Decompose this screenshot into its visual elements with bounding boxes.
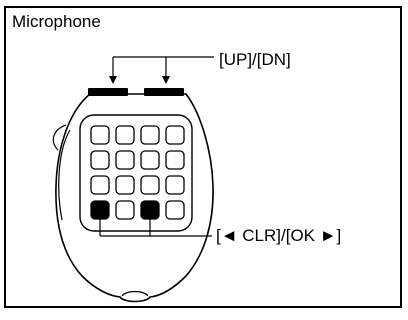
up-arrow-head bbox=[109, 76, 117, 84]
up-dn-callout: [UP]/[DN] bbox=[219, 50, 291, 69]
keypad-key[interactable] bbox=[140, 125, 160, 145]
clr-key[interactable] bbox=[90, 200, 110, 220]
keypad-key[interactable] bbox=[115, 175, 135, 195]
figure-title: Microphone bbox=[12, 12, 101, 31]
side-grip bbox=[58, 129, 71, 221]
keypad-key[interactable] bbox=[140, 150, 160, 170]
ok-key[interactable] bbox=[140, 200, 160, 220]
keypad-key[interactable] bbox=[90, 175, 110, 195]
dn-arrow-head bbox=[162, 76, 170, 84]
side-bump bbox=[52, 124, 67, 151]
keypad-key[interactable] bbox=[165, 150, 185, 170]
up-key[interactable] bbox=[88, 88, 128, 96]
clr-ok-callout: [◄ CLR]/[OK ►] bbox=[216, 226, 342, 245]
keypad-key[interactable] bbox=[140, 175, 160, 195]
keypad-key[interactable] bbox=[165, 175, 185, 195]
keypad-key[interactable] bbox=[90, 125, 110, 145]
keypad-key[interactable] bbox=[115, 125, 135, 145]
clr-ok-leader bbox=[99, 219, 212, 237]
keypad-key[interactable] bbox=[165, 200, 185, 220]
up-dn-leader bbox=[112, 56, 214, 78]
bottom-notch bbox=[121, 290, 149, 297]
keypad-key[interactable] bbox=[115, 150, 135, 170]
keypad-key[interactable] bbox=[115, 200, 135, 220]
keypad-key[interactable] bbox=[90, 150, 110, 170]
down-key[interactable] bbox=[144, 88, 184, 96]
keypad-key[interactable] bbox=[165, 125, 185, 145]
